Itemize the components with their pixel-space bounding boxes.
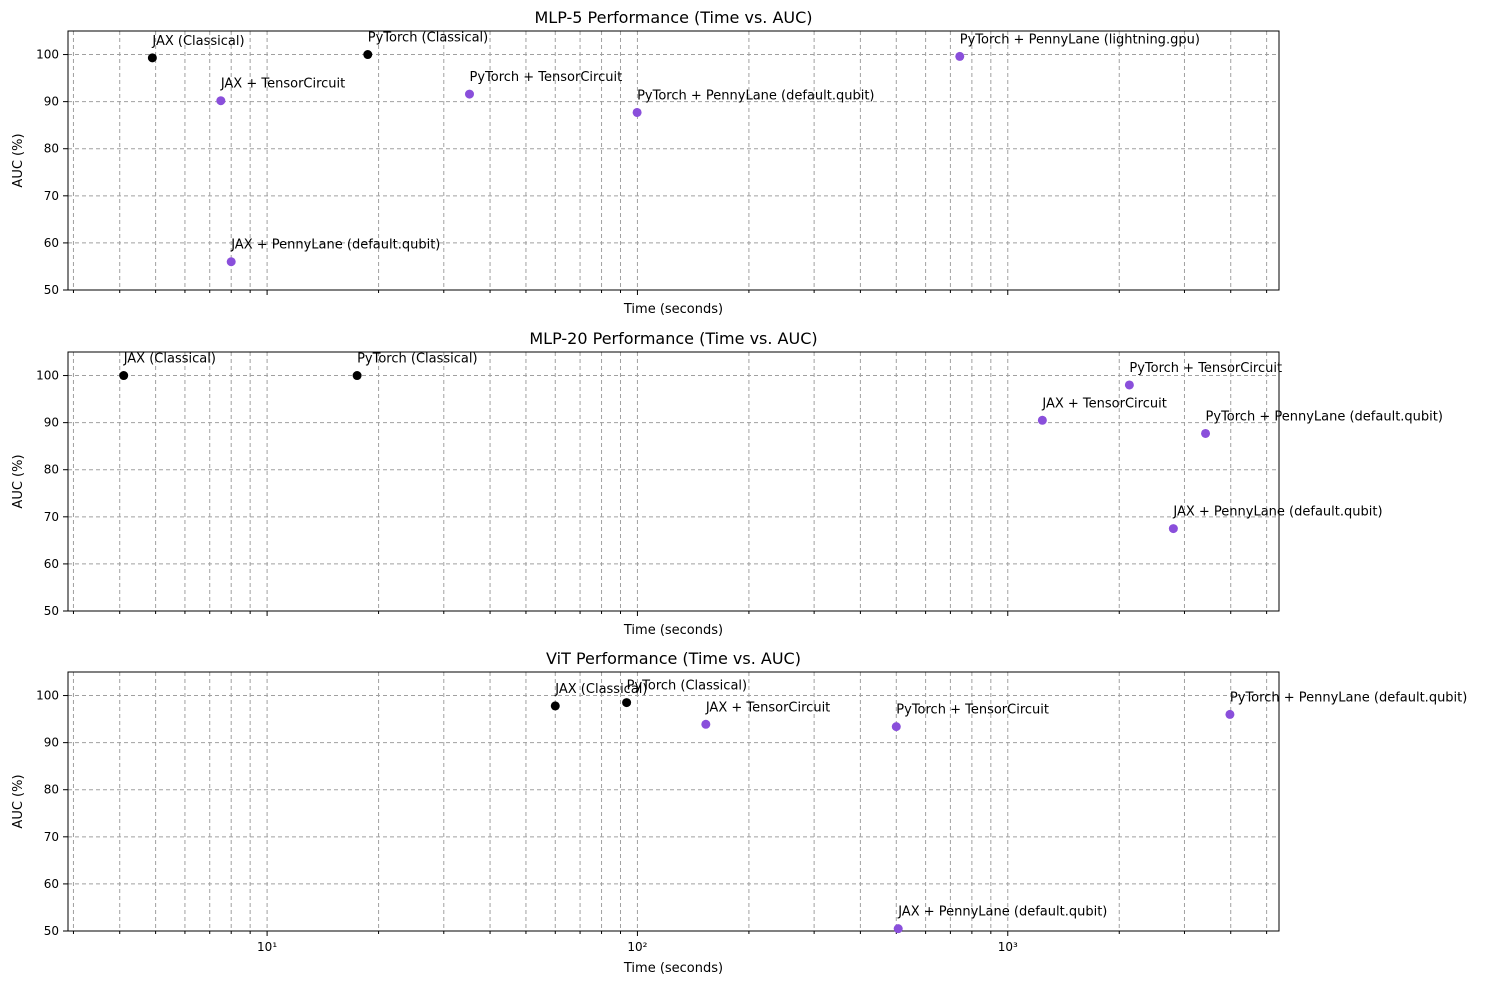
data-point-label: JAX + TensorCircuit — [1041, 396, 1166, 411]
axes-frame — [67, 671, 1280, 932]
data-point — [1124, 380, 1134, 390]
data-point — [550, 701, 560, 711]
x-ticks — [72, 611, 1268, 616]
y-axis-label: AUC (%) — [11, 454, 26, 508]
y-tick-label: 80 — [44, 463, 59, 477]
grid — [68, 352, 1279, 612]
data-point — [363, 50, 373, 60]
x-axis-label: Time (seconds) — [623, 961, 723, 976]
x-tick-label: 10¹ — [257, 940, 277, 954]
y-tick-label: 80 — [44, 142, 59, 156]
chart-title: MLP-20 Performance (Time vs. AUC) — [529, 329, 817, 348]
subplot-mlp20: 50 60 70 80 90 100 MLP-20 Performance (Time vs… — [11, 329, 1443, 638]
x-ticks: 10¹ 10² 10³ — [72, 931, 1268, 954]
chart-title: MLP-5 Performance (Time vs. AUC) — [534, 8, 812, 27]
axes-frame — [67, 30, 1280, 291]
data-point-label: PyTorch + PennyLane (default.qubit) — [637, 88, 874, 103]
scatter-points: JAX (Classical) PyTorch (Classical) PyTorc… — [119, 352, 1443, 534]
data-point-label: JAX (Classical) — [123, 352, 216, 367]
data-point-label: PyTorch (Classical) — [368, 31, 488, 46]
data-point — [216, 96, 226, 106]
y-tick-label: 80 — [44, 783, 59, 797]
data-point — [352, 371, 362, 381]
data-point — [1201, 428, 1211, 438]
y-tick-label: 100 — [36, 689, 59, 703]
data-point — [1037, 415, 1047, 425]
data-point — [1225, 709, 1235, 719]
x-axis-label: Time (seconds) — [623, 623, 723, 638]
data-point — [632, 107, 642, 117]
subplot-vit: 10¹ 10² 10³ 50 60 70 80 90 100 ViT Performance (T… — [11, 649, 1467, 976]
data-point-label: JAX (Classical) — [151, 34, 244, 49]
y-tick-label: 70 — [44, 510, 59, 524]
data-point — [955, 51, 965, 61]
y-tick-label: 60 — [44, 557, 59, 571]
data-point-label: JAX + TensorCircuit — [705, 700, 830, 715]
data-point-label: PyTorch + PennyLane (default.qubit) — [1206, 409, 1443, 424]
data-point-label: JAX (Classical) — [554, 682, 647, 697]
y-tick-label: 70 — [44, 830, 59, 844]
scatter-points: JAX (Classical)PyTorch (Classical) JAX + … — [550, 679, 1467, 934]
y-ticks: 50 60 70 80 90 100 — [36, 48, 68, 297]
data-point-label: JAX + TensorCircuit — [220, 77, 345, 92]
data-point — [1168, 524, 1178, 534]
data-point — [701, 719, 711, 729]
x-tick-label: 10² — [627, 940, 647, 954]
y-tick-label: 50 — [44, 283, 59, 297]
data-point-label: PyTorch + TensorCircuit — [469, 70, 622, 85]
data-point — [147, 53, 157, 63]
data-point — [622, 698, 632, 708]
y-tick-label: 60 — [44, 236, 59, 250]
axes-frame — [67, 351, 1280, 612]
data-point — [226, 257, 236, 267]
subplot-mlp5: 50 60 70 80 90 100 MLP-5 Performance (Time vs.… — [11, 8, 1280, 317]
data-point-label: PyTorch + TensorCircuit — [1129, 361, 1282, 376]
data-point-label: JAX + PennyLane (default.qubit) — [1172, 505, 1382, 520]
data-point-label: PyTorch + PennyLane (default.qubit) — [1230, 690, 1467, 705]
y-tick-label: 60 — [44, 877, 59, 891]
data-point — [464, 89, 474, 99]
y-ticks: 50 60 70 80 90 100 — [36, 689, 68, 938]
y-tick-label: 70 — [44, 189, 59, 203]
x-ticks — [72, 290, 1268, 295]
y-tick-label: 90 — [44, 95, 59, 109]
data-point-label: JAX + PennyLane (default.qubit) — [230, 238, 440, 253]
scatter-points: JAX (Classical) PyTorch (Classical) JAX + … — [147, 31, 1200, 267]
y-tick-label: 100 — [36, 369, 59, 383]
y-tick-label: 50 — [44, 604, 59, 618]
data-point-label: JAX + PennyLane (default.qubit) — [897, 905, 1107, 920]
data-point-label: PyTorch + PennyLane (lightning.gpu) — [960, 32, 1200, 47]
y-axis-label: AUC (%) — [11, 774, 26, 828]
y-tick-label: 50 — [44, 924, 59, 938]
data-point — [893, 924, 903, 934]
y-tick-label: 90 — [44, 736, 59, 750]
data-point — [891, 722, 901, 732]
chart-title: ViT Performance (Time vs. AUC) — [546, 649, 801, 668]
x-axis-label: Time (seconds) — [623, 302, 723, 317]
data-point-label: PyTorch + TensorCircuit — [896, 703, 1049, 718]
data-point-label: PyTorch (Classical) — [357, 352, 477, 367]
data-point — [119, 371, 129, 381]
y-tick-label: 100 — [36, 48, 59, 62]
y-ticks: 50 60 70 80 90 100 — [36, 369, 68, 618]
y-axis-label: AUC (%) — [11, 133, 26, 187]
y-tick-label: 90 — [44, 416, 59, 430]
grid — [68, 672, 1279, 932]
x-tick-label: 10³ — [998, 940, 1018, 954]
data-point-label: PyTorch (Classical) — [627, 679, 747, 694]
